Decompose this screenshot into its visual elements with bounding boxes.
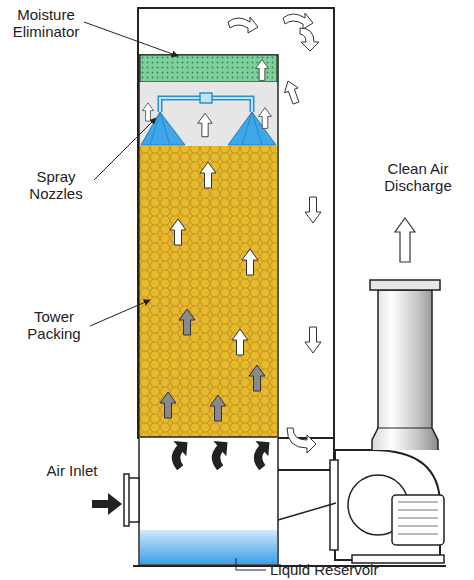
part-label: Liquid Reservoir — [270, 561, 410, 578]
part-label: Clean Air Discharge — [370, 160, 466, 194]
part-label: Spray Nozzles — [20, 168, 92, 202]
part-label: Air Inlet — [44, 462, 100, 479]
part-label: Tower Packing — [18, 308, 90, 342]
part-label: Moisture Eliminator — [2, 6, 90, 40]
